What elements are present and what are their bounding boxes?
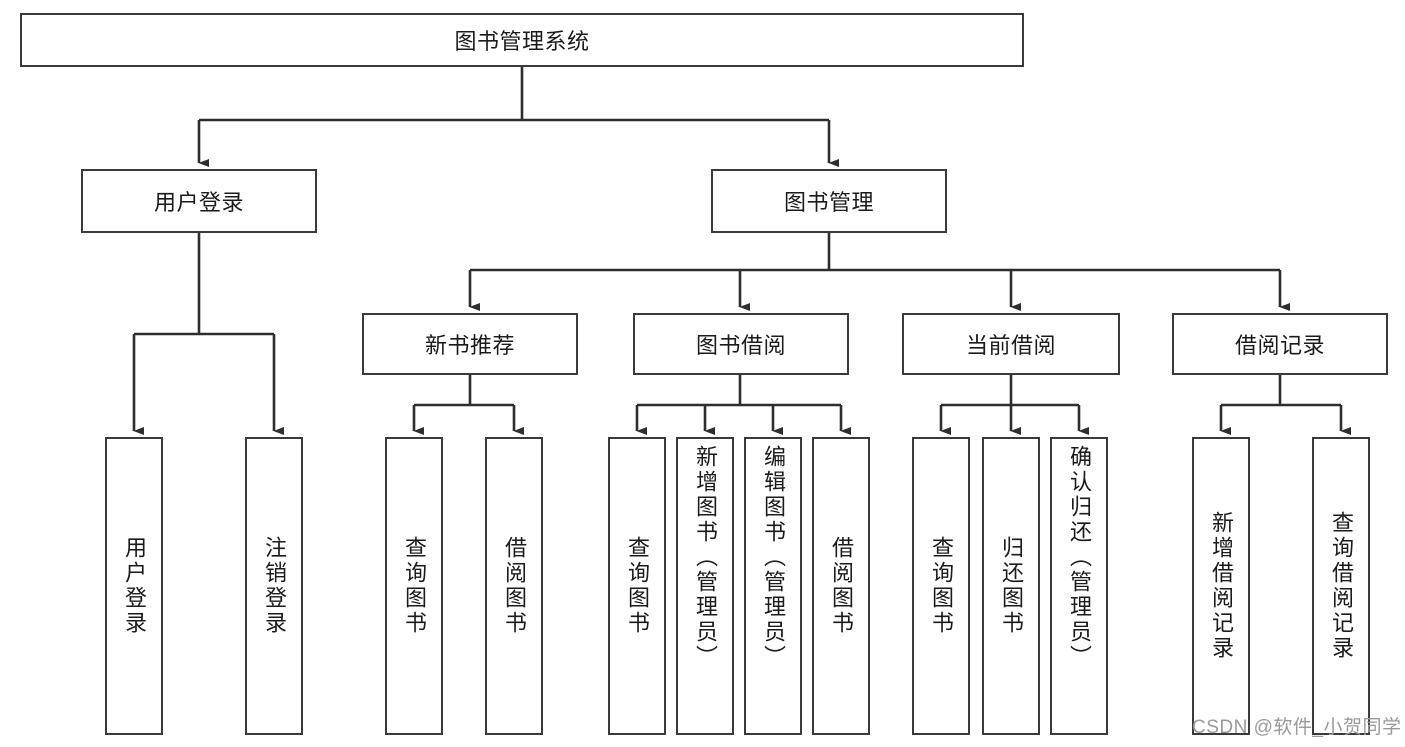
leaf-borrow-add-book-admin[interactable]: 新增图书（管理员）	[676, 437, 734, 735]
node-book-management[interactable]: 图书管理	[711, 169, 947, 233]
node-root-book-management-system[interactable]: 图书管理系统	[20, 13, 1024, 67]
node-label: 借阅图书	[502, 536, 527, 636]
node-label: 借阅图书	[829, 536, 854, 636]
leaf-borrow-borrow-books[interactable]: 借阅图书	[812, 437, 870, 735]
csdn-watermark: CSDN @软件_小贺同学	[1192, 717, 1402, 738]
node-new-book-recommendation[interactable]: 新书推荐	[362, 313, 578, 375]
node-label: 查询图书	[929, 536, 954, 636]
node-label: 确认归还（管理员）	[1067, 445, 1092, 670]
node-current-borrowing[interactable]: 当前借阅	[902, 313, 1120, 375]
leaf-current-return-books[interactable]: 归还图书	[982, 437, 1040, 735]
node-label: 查询图书	[402, 536, 427, 636]
node-label: 借阅记录	[1234, 333, 1325, 358]
leaf-borrow-edit-book-admin[interactable]: 编辑图书（管理员）	[744, 437, 802, 735]
leaf-new-book-query-books[interactable]: 查询图书	[385, 437, 443, 735]
node-label: 新增借阅记录	[1209, 511, 1234, 661]
node-book-borrowing[interactable]: 图书借阅	[633, 313, 849, 375]
node-borrowing-records[interactable]: 借阅记录	[1172, 313, 1388, 375]
leaf-user-login-user-login[interactable]: 用户登录	[105, 437, 163, 735]
leaf-current-query-books[interactable]: 查询图书	[912, 437, 970, 735]
node-label: 新增图书（管理员）	[693, 445, 718, 670]
node-label: 用户登录	[122, 536, 147, 636]
node-user-login[interactable]: 用户登录	[81, 169, 317, 233]
node-label: 归还图书	[999, 536, 1024, 636]
node-label: 新书推荐	[424, 333, 515, 358]
leaf-user-login-logout[interactable]: 注销登录	[245, 437, 303, 735]
leaf-records-query-borrow-record[interactable]: 查询借阅记录	[1312, 437, 1370, 735]
node-label: 图书借阅	[695, 333, 786, 358]
leaf-borrow-query-books[interactable]: 查询图书	[608, 437, 666, 735]
node-label: 编辑图书（管理员）	[761, 445, 786, 670]
leaf-new-book-borrow-books[interactable]: 借阅图书	[485, 437, 543, 735]
node-label: 查询借阅记录	[1329, 511, 1354, 661]
node-label: 当前借阅	[965, 333, 1056, 358]
leaf-current-confirm-return-admin[interactable]: 确认归还（管理员）	[1050, 437, 1108, 735]
node-label: 图书管理	[783, 190, 874, 215]
leaf-records-add-borrow-record[interactable]: 新增借阅记录	[1192, 437, 1250, 735]
node-label: 图书管理系统	[454, 29, 590, 54]
node-label: 用户登录	[153, 190, 244, 215]
node-label: 注销登录	[262, 536, 287, 636]
node-label: 查询图书	[625, 536, 650, 636]
